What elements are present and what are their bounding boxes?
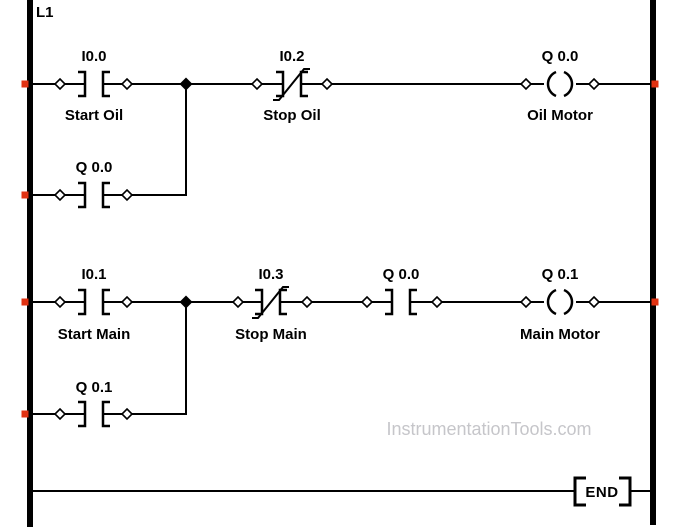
coil-oil-motor xyxy=(546,70,574,98)
rail-connection-dot xyxy=(651,80,659,88)
tag-description: Stop Oil xyxy=(263,107,321,124)
junction-node xyxy=(179,77,193,91)
tag-description: Start Oil xyxy=(65,107,123,124)
connection-diamond xyxy=(360,295,374,309)
connection-diamond xyxy=(53,77,67,91)
nc-slash xyxy=(273,68,310,101)
connection-diamond xyxy=(231,295,245,309)
contact-start-oil xyxy=(78,70,110,98)
tag-description: Stop Main xyxy=(235,326,307,343)
address-label: I0.2 xyxy=(279,48,304,65)
connection-diamond xyxy=(53,407,67,421)
contact-start-main xyxy=(78,288,110,316)
connection-diamond xyxy=(300,295,314,309)
contact-stop-main xyxy=(252,286,289,319)
address-label: Q 0.0 xyxy=(76,159,113,176)
address-label: I0.3 xyxy=(258,266,283,283)
junction-node xyxy=(179,295,193,309)
tag-description: Main Motor xyxy=(520,326,600,343)
address-label: I0.0 xyxy=(81,48,106,65)
end-instruction: END xyxy=(573,476,632,507)
address-label: Q 0.1 xyxy=(542,266,579,283)
contact-stop-oil xyxy=(273,68,310,101)
address-label: Q 0.1 xyxy=(76,379,113,396)
rail-connection-dot xyxy=(21,191,29,199)
rail-connection-dot xyxy=(21,80,29,88)
connection-diamond xyxy=(120,295,134,309)
contact-seal-in-main xyxy=(78,400,110,428)
rail-connection-dot xyxy=(21,298,29,306)
connection-diamond xyxy=(120,407,134,421)
rail-connection-dot xyxy=(651,298,659,306)
contact-seal-in-oil xyxy=(78,181,110,209)
connection-diamond xyxy=(250,77,264,91)
coil-main-motor xyxy=(546,288,574,316)
tag-description: Oil Motor xyxy=(527,107,593,124)
tag-description: Start Main xyxy=(58,326,131,343)
connection-diamond xyxy=(120,188,134,202)
contact-interlock-q00 xyxy=(385,288,417,316)
end-instruction-label: END xyxy=(585,484,618,501)
address-label: Q 0.0 xyxy=(383,266,420,283)
right-power-rail xyxy=(650,0,656,525)
watermark: InstrumentationTools.com xyxy=(386,419,591,439)
nc-slash xyxy=(252,286,289,319)
connection-diamond xyxy=(587,77,601,91)
rail-connection-dot xyxy=(21,410,29,418)
address-label: Q 0.0 xyxy=(542,48,579,65)
connection-diamond xyxy=(53,188,67,202)
connection-diamond xyxy=(430,295,444,309)
connection-diamond xyxy=(53,295,67,309)
connection-diamond xyxy=(519,77,533,91)
connection-diamond xyxy=(587,295,601,309)
address-label: I0.1 xyxy=(81,266,106,283)
connection-diamond xyxy=(320,77,334,91)
rail-label-l1: L1 xyxy=(36,4,54,21)
connection-diamond xyxy=(120,77,134,91)
left-power-rail xyxy=(27,0,33,527)
connection-diamond xyxy=(519,295,533,309)
